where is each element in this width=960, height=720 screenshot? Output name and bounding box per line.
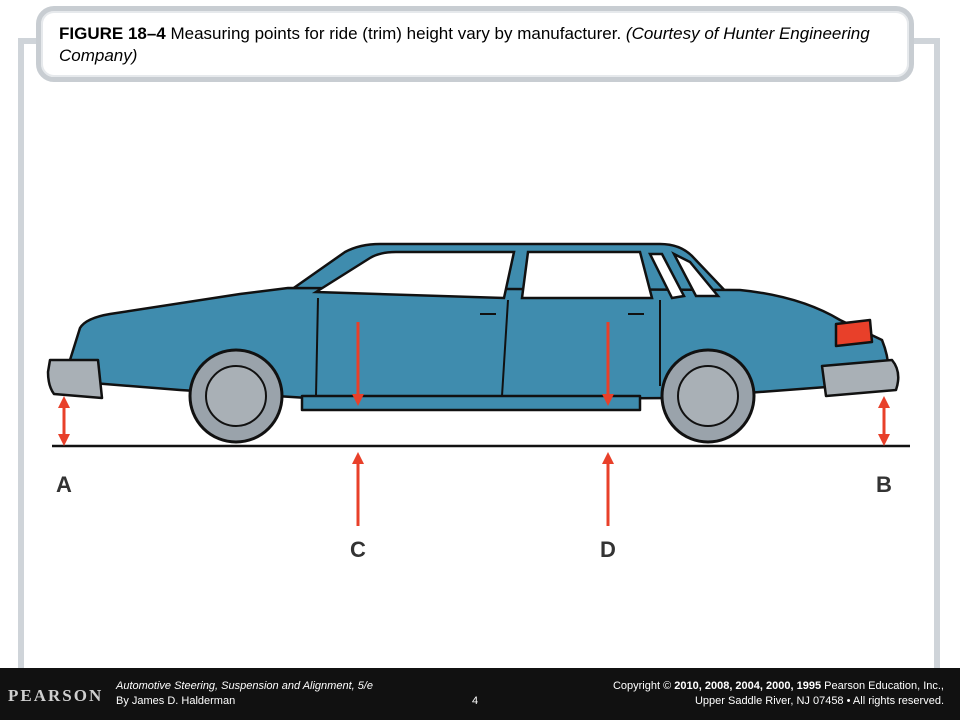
front-wheel bbox=[188, 348, 284, 444]
book-title: Automotive Steering, Suspension and Alig… bbox=[116, 680, 352, 692]
caption-box: FIGURE 18–4 Measuring points for ride (t… bbox=[36, 6, 914, 82]
footer-bar: PEARSON Automotive Steering, Suspension … bbox=[0, 668, 960, 720]
book-edition: , 5/e bbox=[351, 680, 374, 692]
copyright-years: 2010, 2008, 2004, 2000, 1995 bbox=[674, 680, 822, 692]
caption-text: Measuring points for ride (trim) height … bbox=[165, 24, 626, 43]
door-lines bbox=[315, 297, 661, 397]
point-label-d: D bbox=[600, 537, 616, 562]
point-label-c: C bbox=[350, 537, 366, 562]
copyright-address: Upper Saddle River, NJ 07458 • All right… bbox=[694, 695, 944, 707]
copyright: Copyright © 2010, 2008, 2004, 2000, 1995… bbox=[613, 679, 944, 709]
pearson-logo: PEARSON bbox=[8, 686, 104, 705]
point-label-a: A bbox=[56, 472, 72, 497]
rear-wheel bbox=[660, 348, 756, 444]
car-windows bbox=[311, 250, 721, 300]
figure-caption: FIGURE 18–4 Measuring points for ride (t… bbox=[59, 23, 889, 67]
book-citation: Automotive Steering, Suspension and Alig… bbox=[116, 679, 373, 709]
book-author: By James D. Halderman bbox=[116, 695, 236, 707]
page-number: 4 bbox=[472, 695, 479, 707]
copyright-owner: Pearson Education, Inc., bbox=[821, 680, 944, 692]
point-label-b: B bbox=[876, 472, 892, 497]
figure-label: FIGURE 18–4 bbox=[59, 24, 166, 43]
car-ride-height-illustration: A B C D bbox=[46, 242, 910, 562]
copyright-prefix: Copyright © bbox=[612, 680, 675, 692]
caption-courtesy: (Courtesy of Hunter Engineering Company) bbox=[59, 24, 870, 65]
